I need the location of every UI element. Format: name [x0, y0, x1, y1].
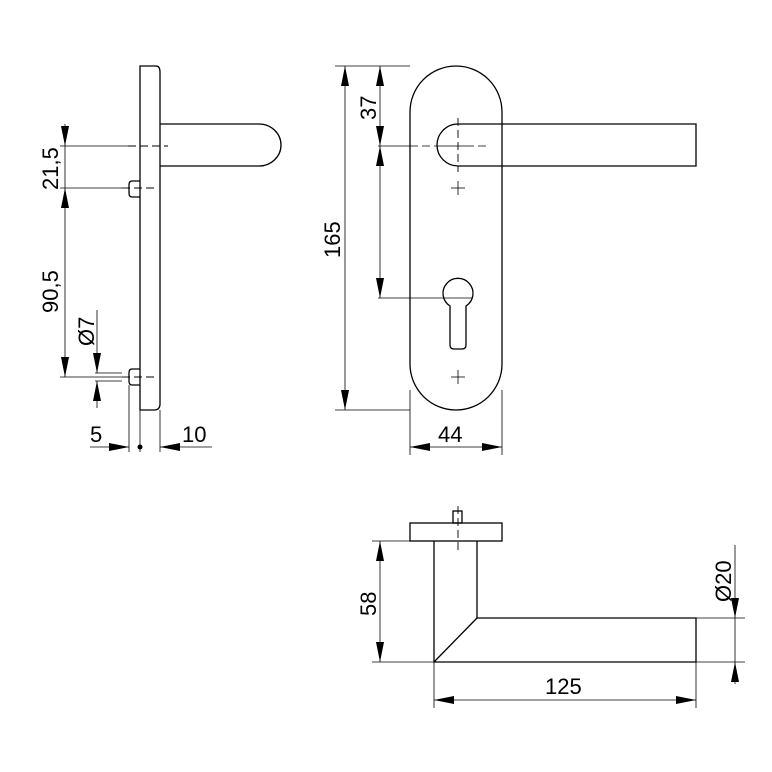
dim-lever-diameter: Ø20	[711, 560, 736, 602]
side-view: 21,5 90,5 Ø7 5 10	[38, 65, 282, 452]
dim-pin-diameter: Ø7	[74, 317, 99, 346]
lever-front	[436, 123, 697, 167]
screw-cross-bottom	[451, 370, 465, 384]
dim-plate-width: 44	[438, 422, 462, 447]
dim-plate-thickness: 10	[182, 422, 206, 447]
dim-pin-depth: 5	[90, 422, 102, 447]
top-view: 58 125 Ø20	[356, 506, 745, 708]
dim-side-lever-offset: 21,5	[38, 147, 63, 190]
backplate-front	[409, 65, 503, 411]
pin-top	[128, 180, 140, 198]
dim-lever-projection: 58	[356, 592, 381, 616]
rose-top	[409, 522, 503, 542]
front-view: 165 37 44	[320, 65, 697, 455]
dim-plate-height: 165	[320, 221, 345, 258]
pin-top-view	[452, 510, 463, 524]
lever-side	[160, 123, 282, 167]
dim-lever-length: 125	[545, 674, 582, 699]
backplate-side	[139, 65, 161, 411]
screw-cross-top	[451, 181, 465, 195]
keyhole	[442, 277, 474, 350]
dim-lever-from-top: 37	[356, 96, 381, 120]
dim-side-pin-spacing: 90,5	[38, 270, 63, 313]
lever-top	[433, 541, 697, 663]
